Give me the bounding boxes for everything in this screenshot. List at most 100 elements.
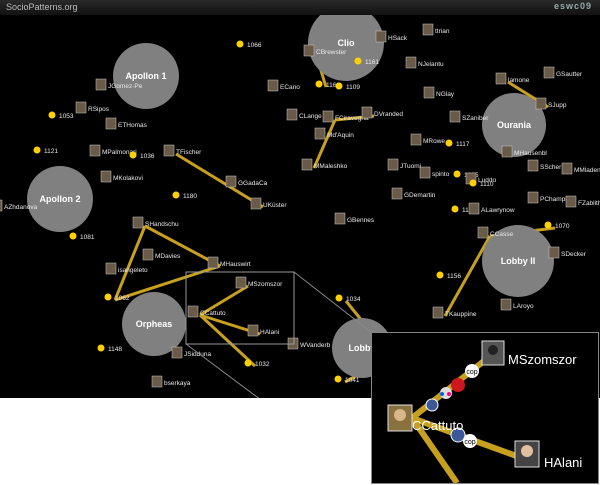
person-node[interactable]: AZhdanova	[0, 199, 38, 212]
lastfm-icon[interactable]	[451, 378, 465, 392]
person-label: 1032	[255, 361, 270, 368]
person-node[interactable]: MSzomszor	[235, 276, 283, 289]
zone-circle[interactable]	[27, 166, 93, 232]
cop-badge-label: cop	[466, 369, 477, 376]
person-node[interactable]: TKauppine	[432, 306, 477, 319]
person-node[interactable]: SScher	[527, 159, 562, 172]
person-node[interactable]: MMaleshko	[301, 158, 348, 171]
person-node[interactable]: MKolakovi	[100, 170, 143, 183]
person-node[interactable]: TFischer	[163, 144, 202, 157]
person-node[interactable]: 1161	[354, 57, 380, 67]
person-node[interactable]: GSautter	[543, 66, 583, 79]
person-node[interactable]: PChampin	[527, 191, 571, 204]
person-node[interactable]: 1081	[69, 232, 95, 242]
link	[198, 313, 257, 368]
avatar	[361, 106, 373, 119]
person-node[interactable]: SJupp	[535, 97, 567, 110]
person-node[interactable]: ECano	[267, 79, 300, 92]
person-label: CBrewster	[316, 49, 347, 56]
person-node[interactable]: FCiravegna	[322, 110, 369, 123]
person-node[interactable]: 1036	[129, 151, 155, 161]
person-node[interactable]: 1066	[236, 40, 262, 50]
cop-badge[interactable]	[465, 364, 479, 378]
person-node[interactable]: 1121	[33, 146, 59, 156]
person-node[interactable]: DVranded	[361, 106, 403, 119]
person-label: DVranded	[374, 111, 403, 118]
person-node[interactable]: HAlani	[247, 324, 279, 337]
site-name[interactable]: SocioPatterns.org	[6, 2, 78, 12]
person-node[interactable]: MMladen	[561, 162, 600, 175]
person-node[interactable]: SDecker	[548, 246, 587, 259]
person-node[interactable]: 1180	[172, 191, 198, 201]
person-node[interactable]: 1162	[315, 80, 341, 90]
person-node[interactable]: JTuomi	[387, 158, 421, 171]
zone-circle[interactable]	[482, 93, 546, 157]
person-node[interactable]: NJelantu	[405, 56, 444, 69]
person-label: MMladen	[574, 167, 600, 174]
person-node[interactable]: GDemartin	[391, 187, 436, 200]
zone-circle[interactable]	[113, 43, 179, 109]
person-label: 1081	[80, 234, 95, 241]
person-node[interactable]: 1070	[544, 221, 570, 231]
person-node[interactable]: UKüster	[250, 197, 287, 210]
cop-badge[interactable]	[463, 434, 477, 448]
person-label: JGomez-Pe	[108, 83, 143, 90]
person-node[interactable]: GBennes	[334, 212, 375, 225]
person-node[interactable]: NGlay	[423, 86, 455, 99]
zone-circle[interactable]	[482, 225, 554, 297]
person-node[interactable]: 1032	[244, 359, 270, 369]
person-node[interactable]: GGadaCa	[225, 175, 268, 188]
person-node[interactable]: ETHomas	[105, 117, 148, 130]
person-node[interactable]: 1109	[335, 82, 361, 92]
avatar	[247, 324, 259, 337]
person-node[interactable]: 1053	[48, 111, 74, 121]
person-node[interactable]: 1156	[436, 271, 462, 281]
person-node[interactable]: isangeleto	[105, 262, 148, 275]
person-node[interactable]: MDavies	[142, 248, 181, 261]
person-node[interactable]: MHausenbl	[501, 145, 547, 158]
person-label: spinto	[432, 171, 450, 178]
person-node[interactable]: bserkaya	[151, 375, 191, 388]
person-node[interactable]: HSack	[375, 30, 408, 43]
person-node[interactable]: CLange	[286, 108, 322, 121]
person-node[interactable]: RSipos	[75, 101, 110, 114]
person-node[interactable]: CCasse	[477, 226, 514, 239]
person-node[interactable]: FZablith	[565, 195, 600, 208]
avatar	[322, 110, 334, 123]
avatar	[405, 56, 417, 69]
person-node[interactable]: JSidduna	[171, 346, 211, 359]
avatar	[314, 127, 326, 140]
person-node[interactable]: lamone	[495, 72, 530, 85]
person-label: HAlani	[260, 329, 279, 336]
person-node[interactable]: spinto	[419, 166, 450, 179]
avatar	[375, 30, 387, 43]
person-node[interactable]: JGomez-Pe	[95, 78, 143, 91]
person-node[interactable]: SHandschu	[132, 216, 179, 229]
person-node[interactable]: MRowe	[410, 133, 445, 146]
link	[199, 284, 249, 317]
person-node[interactable]: 1117	[445, 139, 470, 149]
person-node[interactable]: 1148	[97, 344, 123, 354]
facebook-icon[interactable]	[450, 427, 466, 443]
person-node[interactable]: MHauswirt	[207, 256, 251, 269]
person-node[interactable]: 1041	[334, 375, 360, 385]
person-node[interactable]: SZaniber	[449, 110, 489, 123]
zone-circle[interactable]	[308, 5, 384, 81]
zoom-region-box[interactable]	[185, 271, 295, 345]
person-node[interactable]: ttrian	[422, 23, 450, 36]
person-node[interactable]: LAroyo	[500, 298, 534, 311]
person-node[interactable]: 1034	[335, 294, 361, 304]
person-node[interactable]: ALawrynow	[468, 202, 515, 215]
facebook-icon[interactable]	[425, 398, 439, 412]
person-node[interactable]: 1062	[104, 293, 130, 303]
zone-circle[interactable]	[122, 292, 186, 356]
person-node[interactable]: Md'Aquin	[314, 127, 354, 140]
person-node[interactable]: 1110	[469, 179, 494, 189]
person-node[interactable]: MPalmonari	[89, 144, 137, 157]
person-node[interactable]: CBrewster	[303, 44, 347, 57]
person-label: lamone	[508, 77, 530, 84]
badge-dot	[244, 359, 252, 367]
person-node[interactable]: CCattuto	[187, 305, 226, 318]
